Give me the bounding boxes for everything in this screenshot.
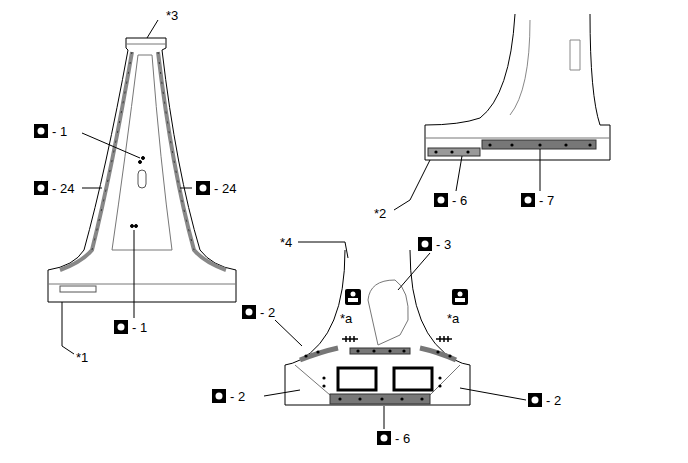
- weld-count: - 7: [539, 194, 554, 207]
- weld-count: - 2: [260, 306, 275, 319]
- weld-icons: [34, 124, 542, 445]
- weld-count: - 24: [214, 182, 236, 195]
- part-callout: *2: [374, 207, 386, 220]
- weld-count: - 1: [52, 125, 67, 138]
- leader-lines: [62, 20, 540, 429]
- weld-count: - 6: [452, 194, 467, 207]
- weld-count: - 6: [395, 432, 410, 445]
- part-callout: *1: [76, 351, 88, 364]
- part-callout: *4: [280, 236, 292, 249]
- weld-count: - 2: [546, 394, 561, 407]
- weld-count: - 2: [230, 390, 245, 403]
- note-callout: *a: [447, 312, 459, 325]
- weld-count: - 3: [436, 238, 451, 251]
- pillar-bottom: [285, 250, 470, 405]
- part-callout: *3: [166, 9, 178, 22]
- pillar-top-right: [425, 14, 610, 160]
- weld-count: - 24: [52, 182, 74, 195]
- note-callout: *a: [340, 312, 352, 325]
- weld-count: - 1: [132, 321, 147, 334]
- pillar-left: [48, 38, 236, 302]
